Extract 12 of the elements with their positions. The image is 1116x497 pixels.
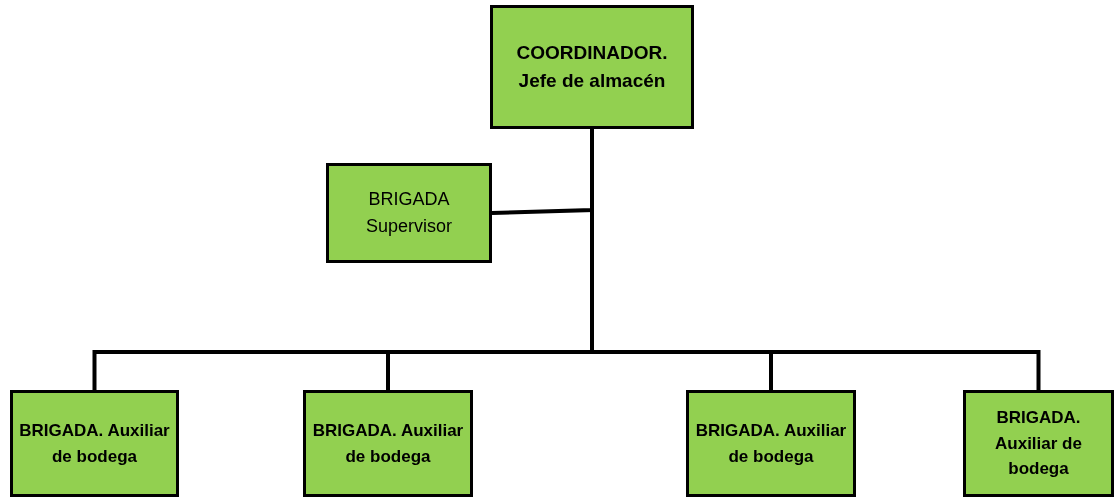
role-label: BRIGADA. Auxiliar de bodega [19,420,170,468]
role-label: BRIGADA Supervisor [364,188,453,238]
role-label: COORDINADOR. Jefe de almacén [515,40,669,93]
org-box [686,390,856,497]
org-box [10,390,179,497]
role-label: BRIGADA. Auxiliar de bodega [312,420,464,468]
org-box [303,390,473,497]
org-box [490,5,694,129]
role-label: BRIGADA. Auxiliar de bodega [994,407,1083,481]
role-label: BRIGADA. Auxiliar de bodega [695,420,847,468]
org-box [963,390,1114,497]
org-box [326,163,492,263]
